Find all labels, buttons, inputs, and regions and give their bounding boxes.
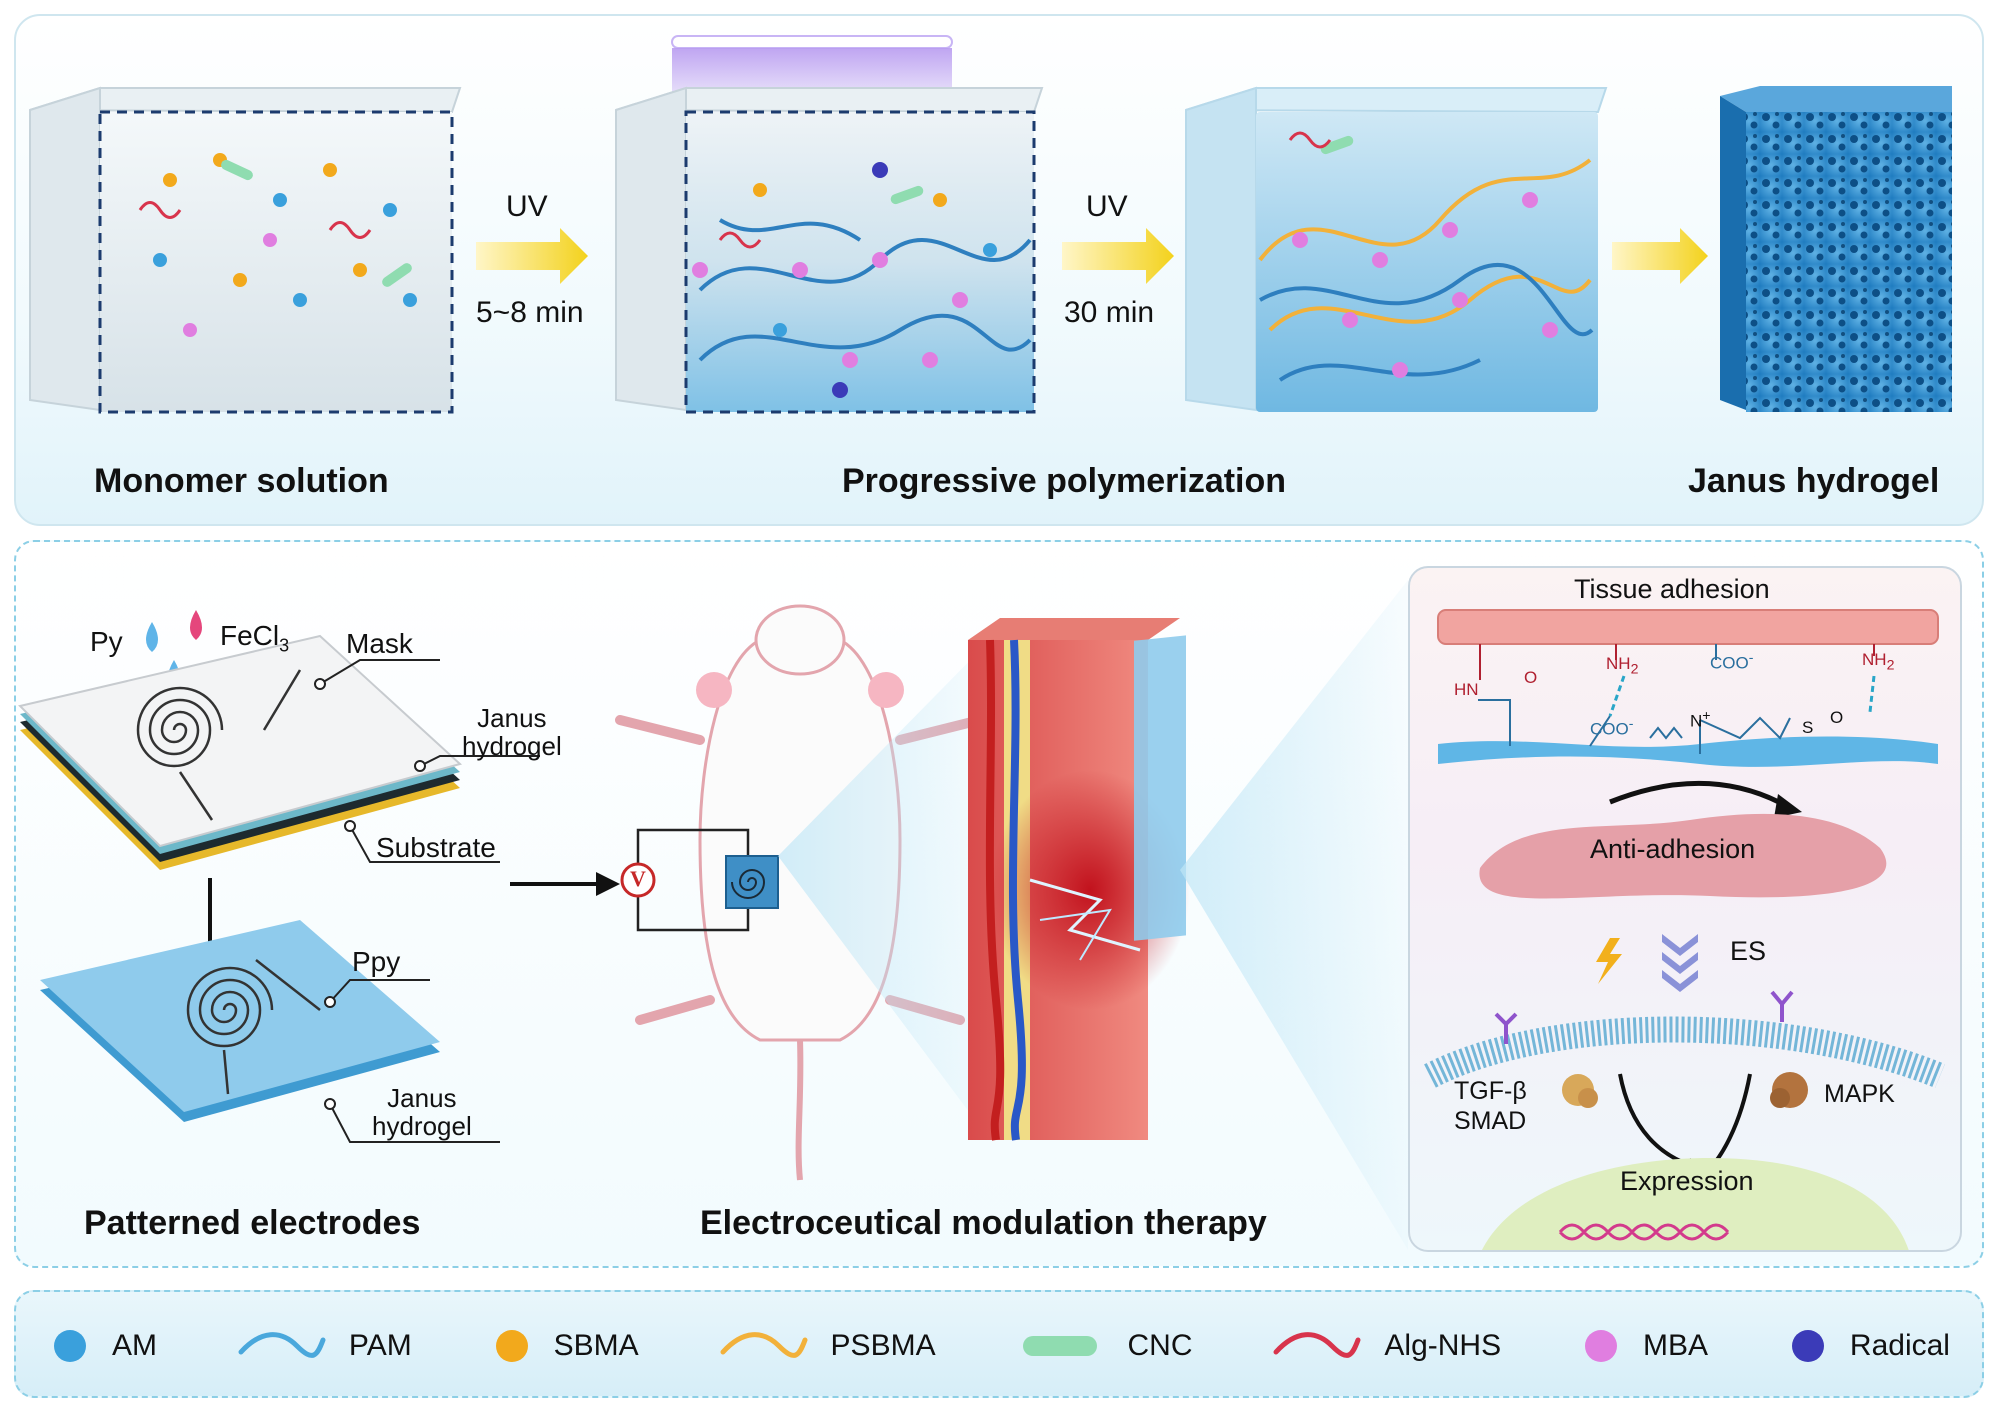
py-label: Py <box>90 626 123 657</box>
arrow-2-bottom-label: 30 min <box>1064 296 1155 329</box>
step-label-janus: Janus hydrogel <box>1688 462 1940 500</box>
electrode-bottom <box>40 920 440 1122</box>
zoom-fan <box>778 640 990 1140</box>
janus-hydrogel-block <box>1720 86 1952 412</box>
rod-icon <box>1023 1336 1098 1356</box>
polymerizing-box <box>615 35 1044 414</box>
polymerized-network-box <box>1185 86 1608 412</box>
legend-label: SBMA <box>553 1329 639 1362</box>
monomer-particles <box>138 153 417 337</box>
tissue-nh2-label-2: NH2 <box>1862 650 1895 674</box>
wave-icon <box>1273 1332 1361 1358</box>
mask-label: Mask <box>346 628 413 659</box>
legend-item: Radical <box>1788 1326 1950 1366</box>
therapy-caption: Electroceutical modulation therapy <box>700 1204 1267 1242</box>
patterned-electrodes-caption: Patterned electrodes <box>84 1204 421 1242</box>
apply-arrow <box>510 872 620 896</box>
legend-label: MBA <box>1643 1329 1709 1362</box>
arrow-1-bottom-label: 5~8 min <box>476 296 584 329</box>
sphere-icon <box>54 1330 86 1362</box>
fecl3-drop-icon <box>190 610 202 640</box>
fecl3-label: FeCl3 <box>220 620 290 656</box>
mapk-particle-icon <box>1770 1072 1808 1108</box>
legend-label: PAM <box>348 1329 412 1362</box>
mapk-label: MAPK <box>1824 1080 1895 1108</box>
mechanism-panel: Tissue adhesion HN O NH2 COO- NH2 COO- N… <box>1408 566 1962 1252</box>
tissue-nh2-label-1: NH2 <box>1606 654 1639 678</box>
voltmeter-label: V <box>630 866 646 891</box>
legend-item: PAM <box>237 1326 412 1366</box>
step-label-polymerization: Progressive polymerization <box>842 462 1287 500</box>
expression-label: Expression <box>1620 1166 1754 1196</box>
substrate-label: Substrate <box>376 832 496 863</box>
mechanism-fan <box>1180 580 1408 1250</box>
legend-item: MBA <box>1581 1326 1708 1366</box>
legend-label: AM <box>112 1329 157 1362</box>
gel-coo-label: COO- <box>1590 716 1634 739</box>
legend-label: Radical <box>1849 1329 1950 1362</box>
sphere-icon <box>1585 1330 1617 1362</box>
tissue-adhesion-title: Tissue adhesion <box>1574 574 1770 604</box>
sphere-icon <box>495 1330 528 1362</box>
arrow-1-top-label: UV <box>506 190 548 223</box>
tgf-particle-icon <box>1562 1074 1598 1108</box>
final-arrow <box>1612 228 1708 284</box>
electrode-stack-top <box>18 634 463 870</box>
wave-icon <box>720 1332 808 1358</box>
legend-label: Alg-NHS <box>1384 1329 1502 1362</box>
ppy-label: Ppy <box>352 946 401 977</box>
mechanism-illustration <box>1424 609 1945 1250</box>
legend-item: PSBMA <box>719 1326 936 1366</box>
electrode-and-therapy-illustration <box>18 580 1408 1250</box>
skin-tissue-block <box>968 618 1190 1141</box>
legend-item: SBMA <box>492 1326 639 1366</box>
sulfonate-s-label: S <box>1802 718 1814 737</box>
legend-item: CNC <box>1015 1326 1192 1366</box>
legend-label: PSBMA <box>830 1329 936 1362</box>
sphere-icon <box>1791 1330 1824 1362</box>
sulfonate-o-label: O <box>1830 708 1844 727</box>
stimulation-circuit <box>620 828 779 932</box>
uv-arrow-1 <box>476 228 588 284</box>
amide-o-label: O <box>1524 668 1538 687</box>
anti-adhesion-label: Anti-adhesion <box>1590 834 1756 864</box>
step-label-monomer: Monomer solution <box>94 462 389 500</box>
tissue-coo-label: COO- <box>1710 650 1754 673</box>
wave-icon <box>238 1332 326 1358</box>
legend-label: CNC <box>1127 1329 1193 1362</box>
quaternary-n-label: N+ <box>1690 708 1711 731</box>
monomer-solution-box <box>29 86 462 414</box>
legend-row: AM PAM SBMA PSBMA CNC Alg-NHS MBA Radical <box>50 1292 1950 1400</box>
es-label: ES <box>1730 936 1767 966</box>
synthesis-illustration <box>29 35 1952 414</box>
legend-panel: AM PAM SBMA PSBMA CNC Alg-NHS MBA Radical <box>14 1290 1984 1398</box>
arrow-2-top-label: UV <box>1086 190 1128 223</box>
label-leaders <box>314 659 540 1143</box>
uv-arrow-2 <box>1062 228 1174 284</box>
legend-item: Alg-NHS <box>1272 1326 1501 1366</box>
amide-hn-label: HN <box>1454 680 1479 699</box>
legend-item: AM <box>50 1326 157 1366</box>
